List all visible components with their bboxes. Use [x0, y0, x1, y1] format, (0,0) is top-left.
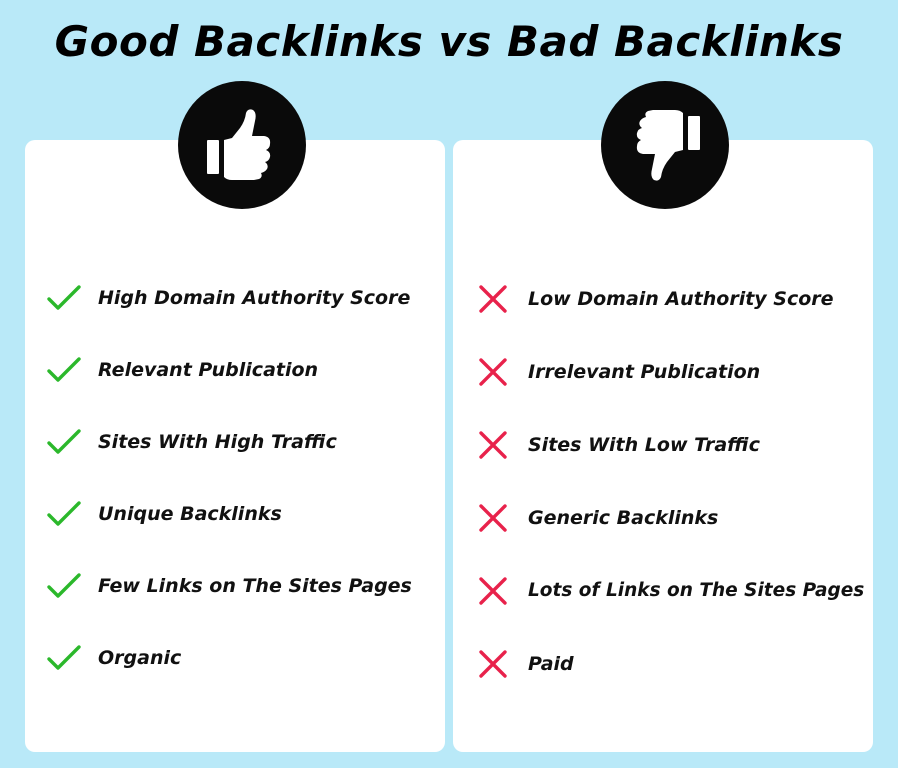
bad-backlinks-panel	[453, 140, 873, 752]
page-title: Good Backlinks vs Bad Backlinks	[54, 17, 844, 66]
good-item-label: High Domain Authority Score	[98, 287, 411, 309]
bad-item-label: Low Domain Authority Score	[528, 287, 834, 310]
thumbs-down-icon	[636, 110, 700, 181]
bad-item-label: Paid	[528, 652, 574, 675]
checkmark-icon	[46, 424, 82, 460]
bad-item-label: Lots of Links on The Sites Pages	[528, 580, 865, 601]
thumbs-up-icon	[207, 109, 271, 180]
bad-item: Sites With Low Traffic	[475, 408, 864, 481]
checkmark-icon	[46, 496, 82, 532]
thumbs-down-badge	[601, 81, 729, 209]
checkmark-icon	[46, 280, 82, 316]
checkmark-icon	[46, 568, 82, 604]
good-item-label: Relevant Publication	[98, 359, 319, 381]
good-item: Relevant Publication	[46, 334, 412, 406]
good-item: High Domain Authority Score	[46, 262, 412, 334]
bad-item: Generic Backlinks	[475, 481, 864, 554]
cross-icon	[475, 646, 511, 682]
cross-icon	[475, 354, 511, 390]
cross-icon	[475, 281, 511, 317]
cross-icon	[475, 427, 511, 463]
good-item-label: Organic	[98, 647, 182, 669]
cross-icon	[475, 573, 511, 609]
good-item: Sites With High Traffic	[46, 406, 412, 478]
checkmark-icon	[46, 352, 82, 388]
good-item: Few Links on The Sites Pages	[46, 550, 412, 622]
bad-item: Irrelevant Publication	[475, 335, 864, 408]
bad-item-label: Irrelevant Publication	[528, 360, 761, 383]
bad-item-label: Generic Backlinks	[528, 506, 719, 529]
checkmark-icon	[46, 640, 82, 676]
good-item: Organic	[46, 622, 412, 694]
good-item-label: Few Links on The Sites Pages	[98, 575, 412, 597]
bad-item: Lots of Links on The Sites Pages	[475, 554, 864, 627]
good-backlinks-panel	[25, 140, 445, 752]
good-item-label: Sites With High Traffic	[98, 431, 337, 453]
cross-icon	[475, 500, 511, 536]
bad-item: Low Domain Authority Score	[475, 262, 864, 335]
bad-item-label: Sites With Low Traffic	[528, 433, 761, 456]
good-item: Unique Backlinks	[46, 478, 412, 550]
good-item-label: Unique Backlinks	[98, 503, 282, 525]
bad-item: Paid	[475, 627, 864, 700]
thumbs-up-badge	[178, 81, 306, 209]
